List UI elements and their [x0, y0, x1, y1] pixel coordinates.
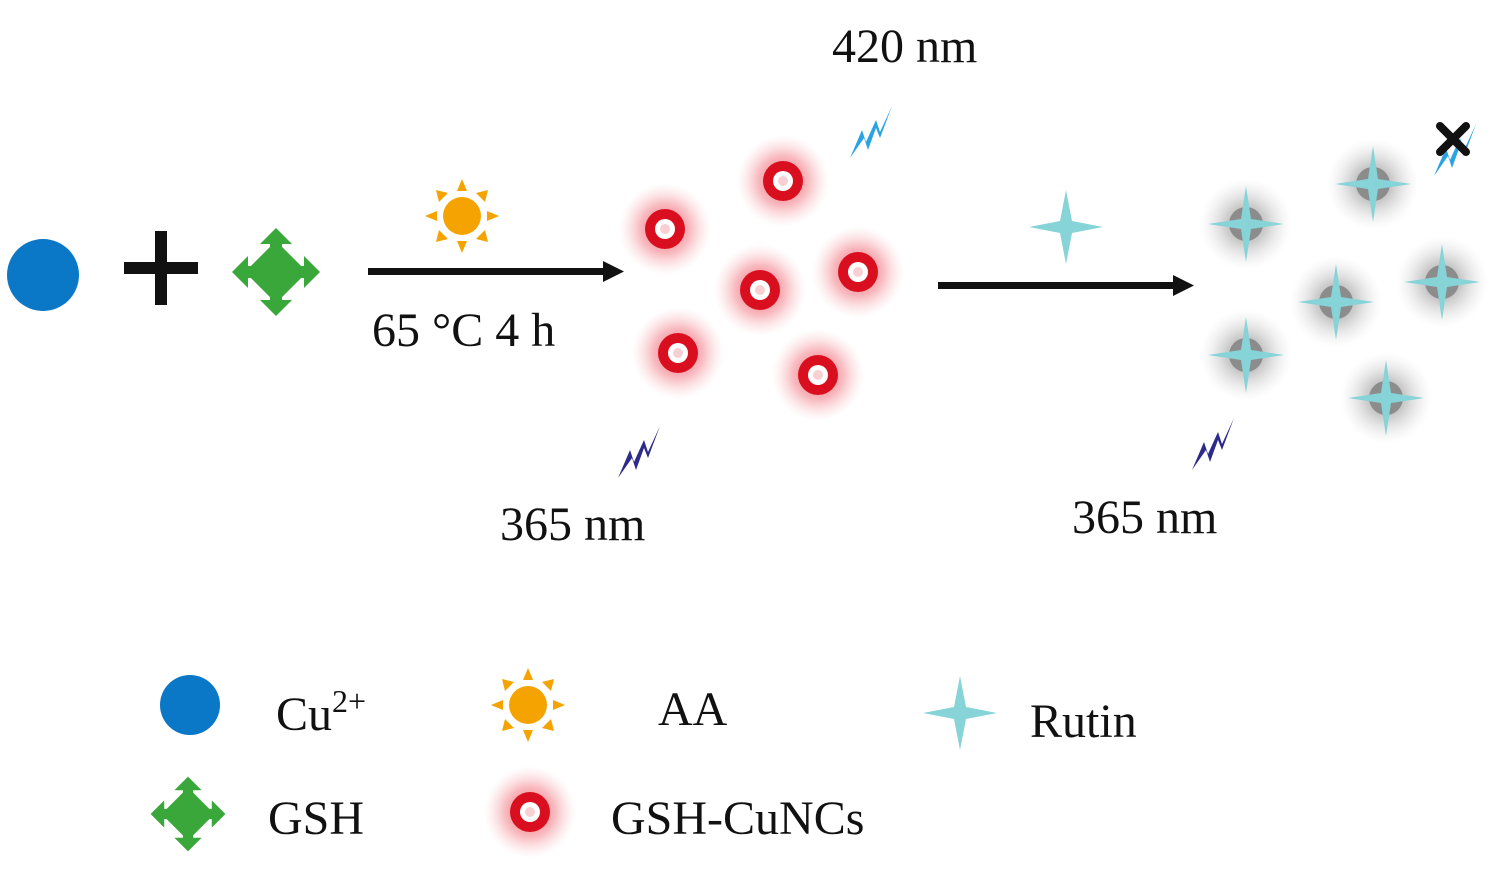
arrow-icon	[368, 261, 624, 282]
plus-icon	[124, 231, 198, 305]
excitation-label-2: 365 nm	[1072, 491, 1217, 544]
legend-aa-label: AA	[658, 683, 728, 736]
excitation-lightning-bolt-icon-2	[1192, 418, 1234, 470]
legend-cuncs-icon	[484, 766, 576, 858]
cross-mark-icon	[1436, 122, 1470, 156]
legend-gsh-label: GSH	[268, 792, 364, 845]
gsh-diamond-icon	[232, 228, 320, 316]
cuncs-cluster	[619, 135, 904, 421]
legend-cuncs-label: GSH-CuNCs	[611, 792, 864, 845]
legend-gsh-icon	[150, 776, 226, 852]
legend-cu-icon	[160, 675, 220, 735]
legend-rutin-icon	[923, 676, 997, 750]
legend-aa-icon	[491, 668, 565, 742]
legend: Cu2+ AA Rutin GSH GSH-CuNCs	[150, 668, 1137, 858]
legend-cu-label: Cu2+	[276, 683, 366, 741]
cu-ion-dot-icon	[7, 239, 79, 311]
arrow-icon-2	[938, 275, 1194, 296]
emission-lightning-bolt-icon	[850, 106, 892, 158]
emission-label: 420 nm	[832, 20, 977, 73]
rutin-star-icon	[1029, 190, 1103, 264]
excitation-label-1: 365 nm	[500, 498, 645, 551]
condition-label: 65 °C 4 h	[372, 304, 555, 357]
excitation-lightning-bolt-icon	[618, 426, 660, 478]
sun-icon	[425, 179, 499, 253]
quenched-cluster	[1200, 138, 1488, 444]
legend-rutin-label: Rutin	[1030, 695, 1137, 748]
